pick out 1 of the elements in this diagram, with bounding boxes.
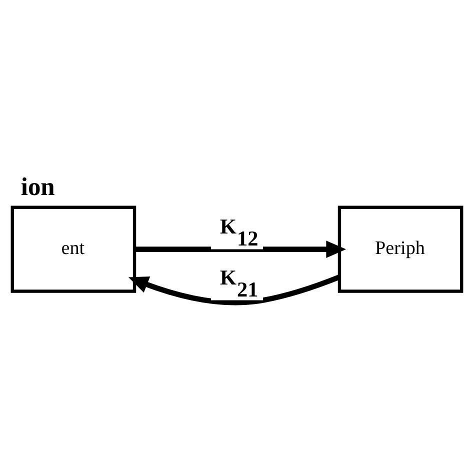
diagram-title: ion (20, 172, 55, 201)
